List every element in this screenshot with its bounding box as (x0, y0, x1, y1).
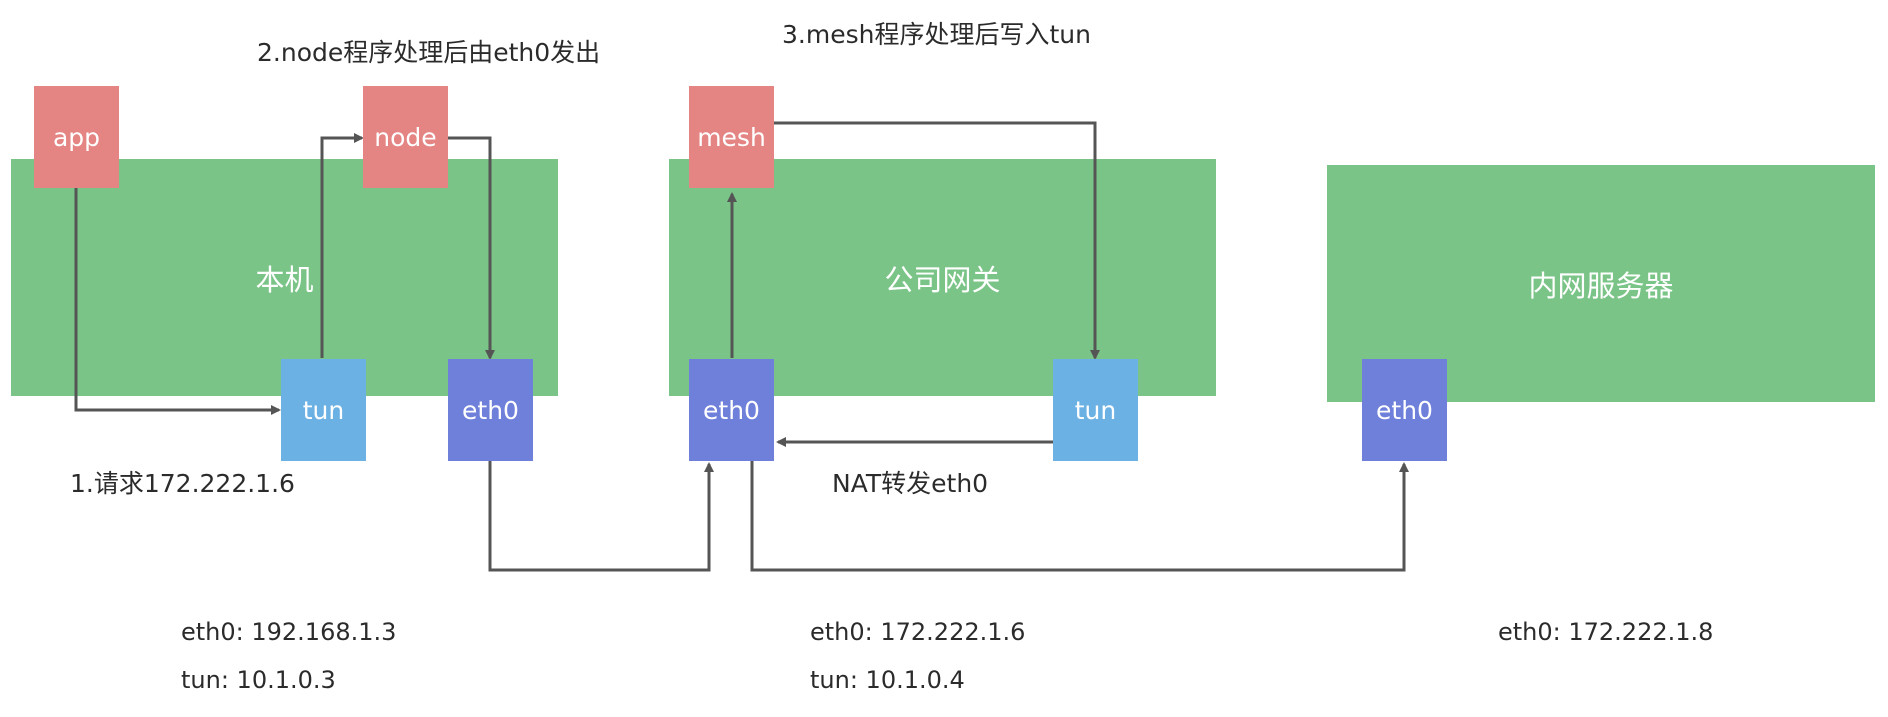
step2-label: 2.node程序处理后由eth0发出 (257, 38, 601, 67)
region-local: 本机 (11, 159, 558, 396)
step3-label: 3.mesh程序处理后写入tun (782, 20, 1091, 49)
region-gateway: 公司网关 (669, 159, 1216, 396)
gateway-eth0-node: eth0 (689, 359, 774, 461)
local-tun-node: tun (281, 359, 366, 461)
region-local-label: 本机 (255, 262, 314, 297)
nat-label: NAT转发eth0 (832, 469, 989, 498)
arrow-mesh-to-gw-tun (774, 121, 1100, 360)
gateway-eth0-address: eth0: 172.222.1.6 (810, 618, 1026, 646)
step1-label: 1.请求172.222.1.6 (70, 469, 295, 498)
local-eth0-node: eth0 (448, 359, 533, 461)
arrow-app-to-tun (74, 188, 281, 415)
region-gateway-label: 公司网关 (884, 262, 1001, 297)
local-tun-address: tun: 10.1.0.3 (181, 666, 336, 694)
server-eth0-address: eth0: 172.222.1.8 (1498, 618, 1714, 646)
gateway-tun-node: tun (1053, 359, 1138, 461)
arrow-gw-eth0-to-server-eth0 (750, 461, 1409, 572)
local-eth0-address: eth0: 192.168.1.3 (181, 618, 397, 646)
app-node: app (34, 86, 119, 188)
arrow-node-to-eth0 (448, 136, 495, 360)
region-server-label: 内网服务器 (1528, 268, 1674, 303)
arrow-tun-to-node (320, 133, 364, 358)
mesh-process: mesh (689, 86, 774, 188)
arrow-local-eth0-to-gw-eth0 (488, 461, 714, 572)
node-process: node (363, 86, 448, 188)
gateway-tun-address: tun: 10.1.0.4 (810, 666, 965, 694)
server-eth0-node: eth0 (1362, 359, 1447, 461)
